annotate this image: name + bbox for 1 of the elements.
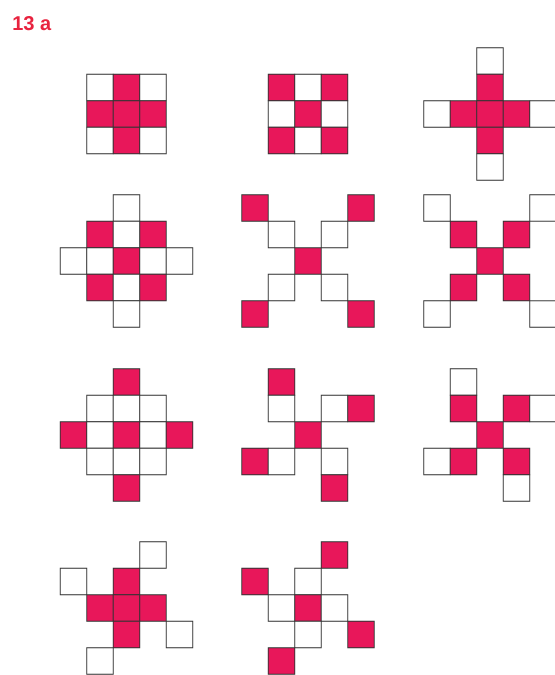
title: 13 a	[13, 16, 52, 30]
